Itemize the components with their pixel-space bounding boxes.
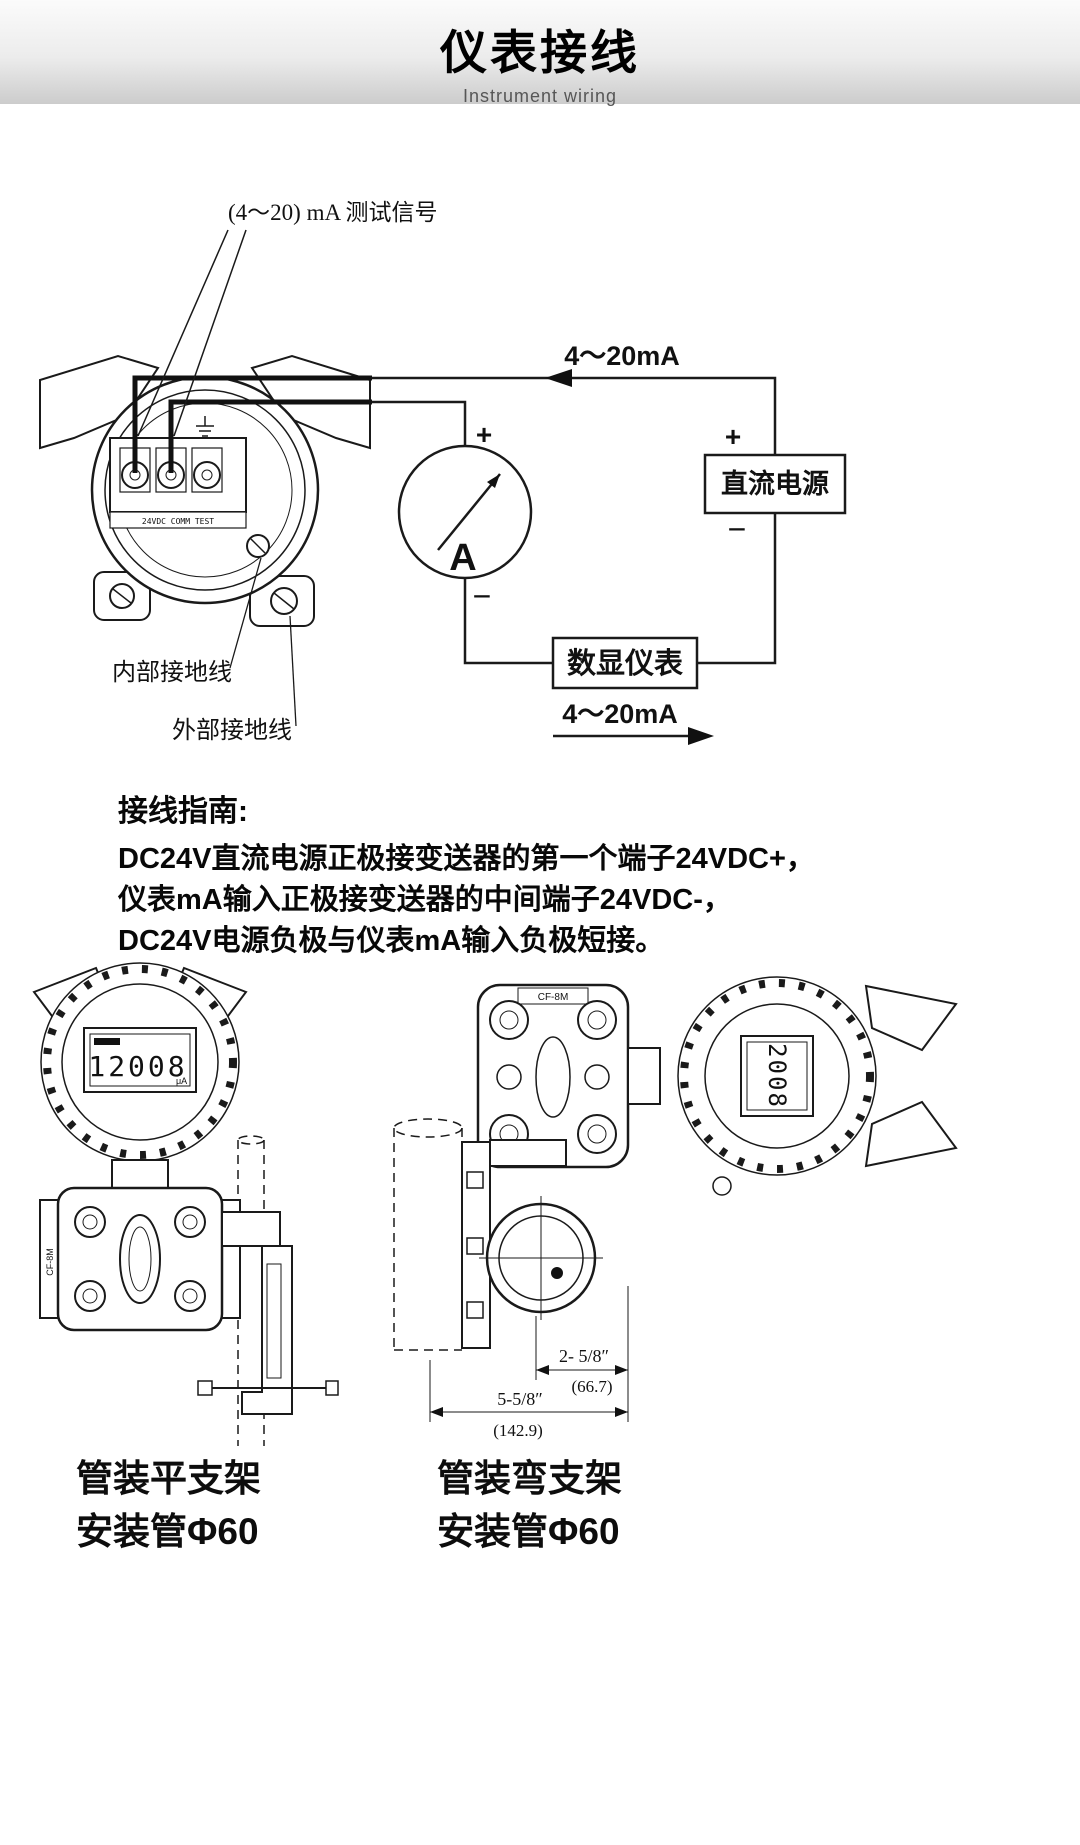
terminal-labels: 24VDC COMM TEST bbox=[142, 517, 214, 526]
wiring-guide: 接线指南: DC24V直流电源正极接变送器的第一个端子24VDC+， 仪表mA输… bbox=[118, 786, 815, 962]
lcd-value-right: 2008 bbox=[763, 1043, 791, 1109]
digital-meter-label: 数显仪表 bbox=[567, 647, 683, 680]
needle-arrow-icon bbox=[487, 474, 500, 488]
nut-icon bbox=[325, 1380, 339, 1396]
terminal-wires bbox=[132, 375, 372, 473]
bent-bracket-drawing: CF-8M 2008 bbox=[393, 976, 958, 1440]
bolt-icon bbox=[466, 1301, 484, 1319]
dimension-arrow-icon bbox=[430, 1407, 443, 1417]
page-subtitle: Instrument wiring bbox=[462, 86, 618, 106]
lcd-value-left: 12008 bbox=[88, 1050, 187, 1083]
lcd-unit-label: μA bbox=[176, 1076, 187, 1086]
guide-line: 仪表mA输入正极接变送器的中间端子24VDC-， bbox=[118, 884, 732, 916]
ammeter-label: A bbox=[449, 537, 476, 579]
flat-bracket-drawing: 12008 μA CF-8M bbox=[32, 962, 339, 1446]
dimension-arrow-icon bbox=[615, 1407, 628, 1417]
current-direction-arrow-icon bbox=[545, 369, 572, 387]
cover-ring-teeth bbox=[43, 965, 237, 1159]
vent-plug-icon bbox=[551, 1267, 563, 1279]
caption-line: 管装平支架 bbox=[76, 1458, 261, 1499]
earth-ground-icon bbox=[196, 416, 214, 437]
external-ground-label: 外部接地线 bbox=[172, 717, 292, 744]
page-title: 仪表接线 bbox=[440, 26, 640, 79]
dim-small: 2- 5/8″ bbox=[559, 1346, 609, 1366]
bracket-arm bbox=[489, 1139, 567, 1167]
internal-ground-label: 内部接地线 bbox=[112, 659, 232, 686]
bolt-icon bbox=[584, 1064, 610, 1090]
wiring-diagram: 24VDC COMM TEST (4～20) mA 测试信号 4～20mA 4～… bbox=[39, 200, 847, 745]
dc-power-box: 直流电源 bbox=[703, 453, 847, 515]
capsule-marking-right: CF-8M bbox=[538, 992, 569, 1003]
ammeter-symbol: A bbox=[397, 444, 533, 580]
current-label-top: 4～20mA bbox=[564, 341, 680, 371]
nut-icon bbox=[197, 1380, 213, 1396]
guide-line: DC24V直流电源正极接变送器的第一个端子24VDC+， bbox=[118, 843, 815, 875]
dc-power-label: 直流电源 bbox=[721, 469, 829, 499]
dimension-arrow-icon bbox=[536, 1365, 549, 1375]
caption-line: 安装管Φ60 bbox=[437, 1511, 620, 1552]
dc-plus-sign: + bbox=[725, 421, 741, 452]
bracket-arm bbox=[221, 1211, 281, 1247]
current-direction-arrow-icon bbox=[688, 727, 714, 745]
test-signal-label: (4～20) mA 测试信号 bbox=[228, 200, 438, 225]
mounting-drawings: 12008 μA CF-8M bbox=[32, 962, 958, 1446]
ammeter-minus-sign: − bbox=[473, 578, 492, 614]
test-signal-leaders bbox=[137, 229, 247, 437]
capsule-marking-left: CF-8M bbox=[45, 1248, 55, 1276]
dim-large: 5-5/8″ bbox=[497, 1389, 543, 1409]
dimension-lines bbox=[429, 1286, 629, 1422]
housing-screw-icon bbox=[712, 1176, 732, 1196]
lcd-bargraph-icon bbox=[94, 1038, 120, 1045]
dim-large-mm: (142.9) bbox=[493, 1421, 543, 1440]
dimension-arrow-icon bbox=[615, 1365, 628, 1375]
cover-ring-teeth bbox=[680, 979, 874, 1173]
guide-heading: 接线指南: bbox=[118, 795, 248, 828]
flat-bracket-caption: 管装平支架 安装管Φ60 bbox=[76, 1452, 261, 1558]
caption-line: 安装管Φ60 bbox=[76, 1511, 259, 1552]
dc-minus-sign: − bbox=[728, 511, 747, 547]
bent-bracket-caption: 管装弯支架 安装管Φ60 bbox=[437, 1452, 622, 1558]
page-header: 仪表接线 Instrument wiring bbox=[0, 0, 1080, 106]
dim-small-mm: (66.7) bbox=[571, 1377, 612, 1396]
bolt-icon bbox=[466, 1171, 484, 1189]
mounting-pipe-dashed bbox=[393, 1118, 463, 1351]
bolt-icon bbox=[496, 1064, 522, 1090]
bolt-icon bbox=[466, 1237, 484, 1255]
circuit-wires bbox=[372, 376, 777, 738]
ammeter-plus-sign: + bbox=[476, 419, 492, 450]
current-label-bottom: 4～20mA bbox=[562, 699, 678, 729]
digital-meter-box: 数显仪表 bbox=[551, 636, 699, 690]
caption-line: 管装弯支架 bbox=[437, 1458, 622, 1499]
ground-labels: 内部接地线 外部接地线 bbox=[112, 557, 297, 744]
guide-line: DC24V电源负极与仪表mA输入负极短接。 bbox=[118, 925, 665, 957]
coupling bbox=[627, 1047, 661, 1105]
